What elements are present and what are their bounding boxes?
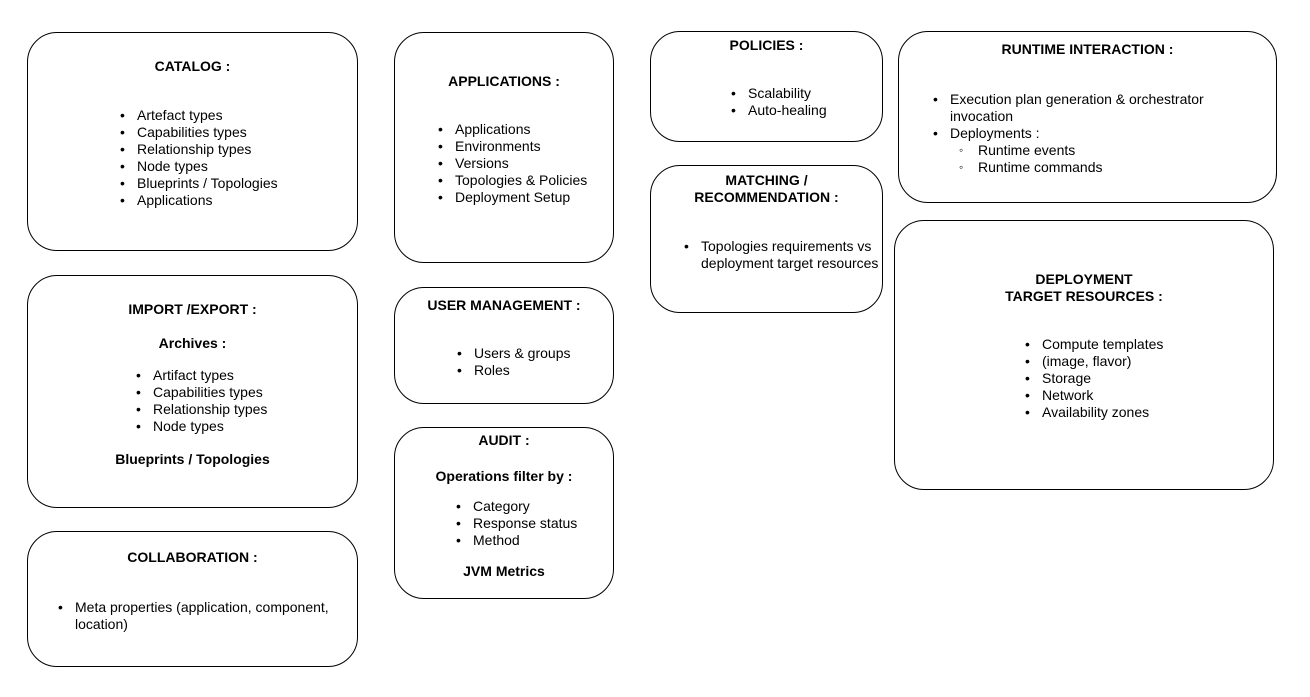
applications-list: Applications Environments Versions Topol… [434,121,587,206]
list-item: Environments [434,138,587,155]
list-item: Versions [434,155,587,172]
list-item: Deployments : [929,125,1259,142]
policies-list: Scalability Auto-healing [727,85,827,119]
runtime-list: Execution plan generation & orchestrator… [929,91,1259,176]
list-item: Applications [434,121,587,138]
blueprints-footer: Blueprints / Topologies [115,451,270,467]
list-item: Users & groups [453,345,570,362]
matching-title-line2: RECOMMENDATION : [694,189,839,205]
list-item: Node types [116,158,278,175]
list-item: Execution plan generation & orchestrator… [929,91,1259,125]
matching-list: Topologies requirements vs deployment ta… [680,238,880,272]
import-export-list: Artifact types Capabilities types Relati… [132,367,267,435]
deployment-title-line2: TARGET RESOURCES : [1005,288,1163,304]
list-item: Compute templates [1021,336,1163,353]
list-item: Auto-healing [727,102,827,119]
audit-title: AUDIT : [478,432,530,448]
list-item: Deployment Setup [434,189,587,206]
deployment-title-line1: DEPLOYMENT [1035,271,1133,287]
sub-list-item: Runtime commands [929,159,1259,176]
list-item: Category [452,498,577,515]
list-item: Scalability [727,85,827,102]
matching-title-line1: MATCHING / [725,172,808,188]
operations-filter-subtitle: Operations filter by : [435,468,573,484]
list-item: Topologies & Policies [434,172,587,189]
jvm-metrics-footer: JVM Metrics [463,563,545,579]
archives-subtitle: Archives : [158,335,227,351]
list-item: Capabilities types [116,124,278,141]
list-item: Topologies requirements vs deployment ta… [680,238,880,272]
list-item: Artifact types [132,367,267,384]
import-export-title: IMPORT /EXPORT : [128,301,257,317]
collaboration-box: COLLABORATION : Meta properties (applica… [27,531,358,667]
list-item: Meta properties (application, component,… [54,599,354,633]
applications-box: APPLICATIONS : Applications Environments… [394,32,614,263]
deployment-target-list: Compute templates (image, flavor) Storag… [1021,336,1163,421]
runtime-title: RUNTIME INTERACTION : [1001,41,1174,57]
list-item: (image, flavor) [1021,353,1163,370]
catalog-title: CATALOG : [154,58,231,74]
audit-list: Category Response status Method [452,498,577,549]
matching-box: MATCHING / RECOMMENDATION : Topologies r… [650,165,883,313]
applications-title: APPLICATIONS : [448,73,560,89]
list-item: Availability zones [1021,404,1163,421]
runtime-interaction-box: RUNTIME INTERACTION : Execution plan gen… [898,31,1277,203]
list-item: Relationship types [132,401,267,418]
user-management-list: Users & groups Roles [453,345,570,379]
list-item: Storage [1021,370,1163,387]
list-item: Roles [453,362,570,379]
import-export-box: IMPORT /EXPORT : Archives : Artifact typ… [27,275,358,508]
collaboration-list: Meta properties (application, component,… [54,599,354,633]
list-item: Method [452,532,577,549]
list-item: Artefact types [116,107,278,124]
user-management-title: USER MANAGEMENT : [427,297,581,313]
list-item: Network [1021,387,1163,404]
policies-title: POLICIES : [729,37,804,53]
catalog-list: Artefact types Capabilities types Relati… [116,107,278,209]
policies-box: POLICIES : Scalability Auto-healing [650,31,883,142]
list-item: Applications [116,192,278,209]
audit-box: AUDIT : Operations filter by : Category … [394,427,614,599]
list-item: Relationship types [116,141,278,158]
collaboration-title: COLLABORATION : [127,549,258,565]
user-management-box: USER MANAGEMENT : Users & groups Roles [394,287,614,404]
list-item: Response status [452,515,577,532]
deployment-target-box: DEPLOYMENT TARGET RESOURCES : Compute te… [894,220,1274,490]
catalog-box: CATALOG : Artefact types Capabilities ty… [27,32,358,251]
sub-list-item: Runtime events [929,142,1259,159]
list-item: Node types [132,418,267,435]
list-item: Blueprints / Topologies [116,175,278,192]
list-item: Capabilities types [132,384,267,401]
